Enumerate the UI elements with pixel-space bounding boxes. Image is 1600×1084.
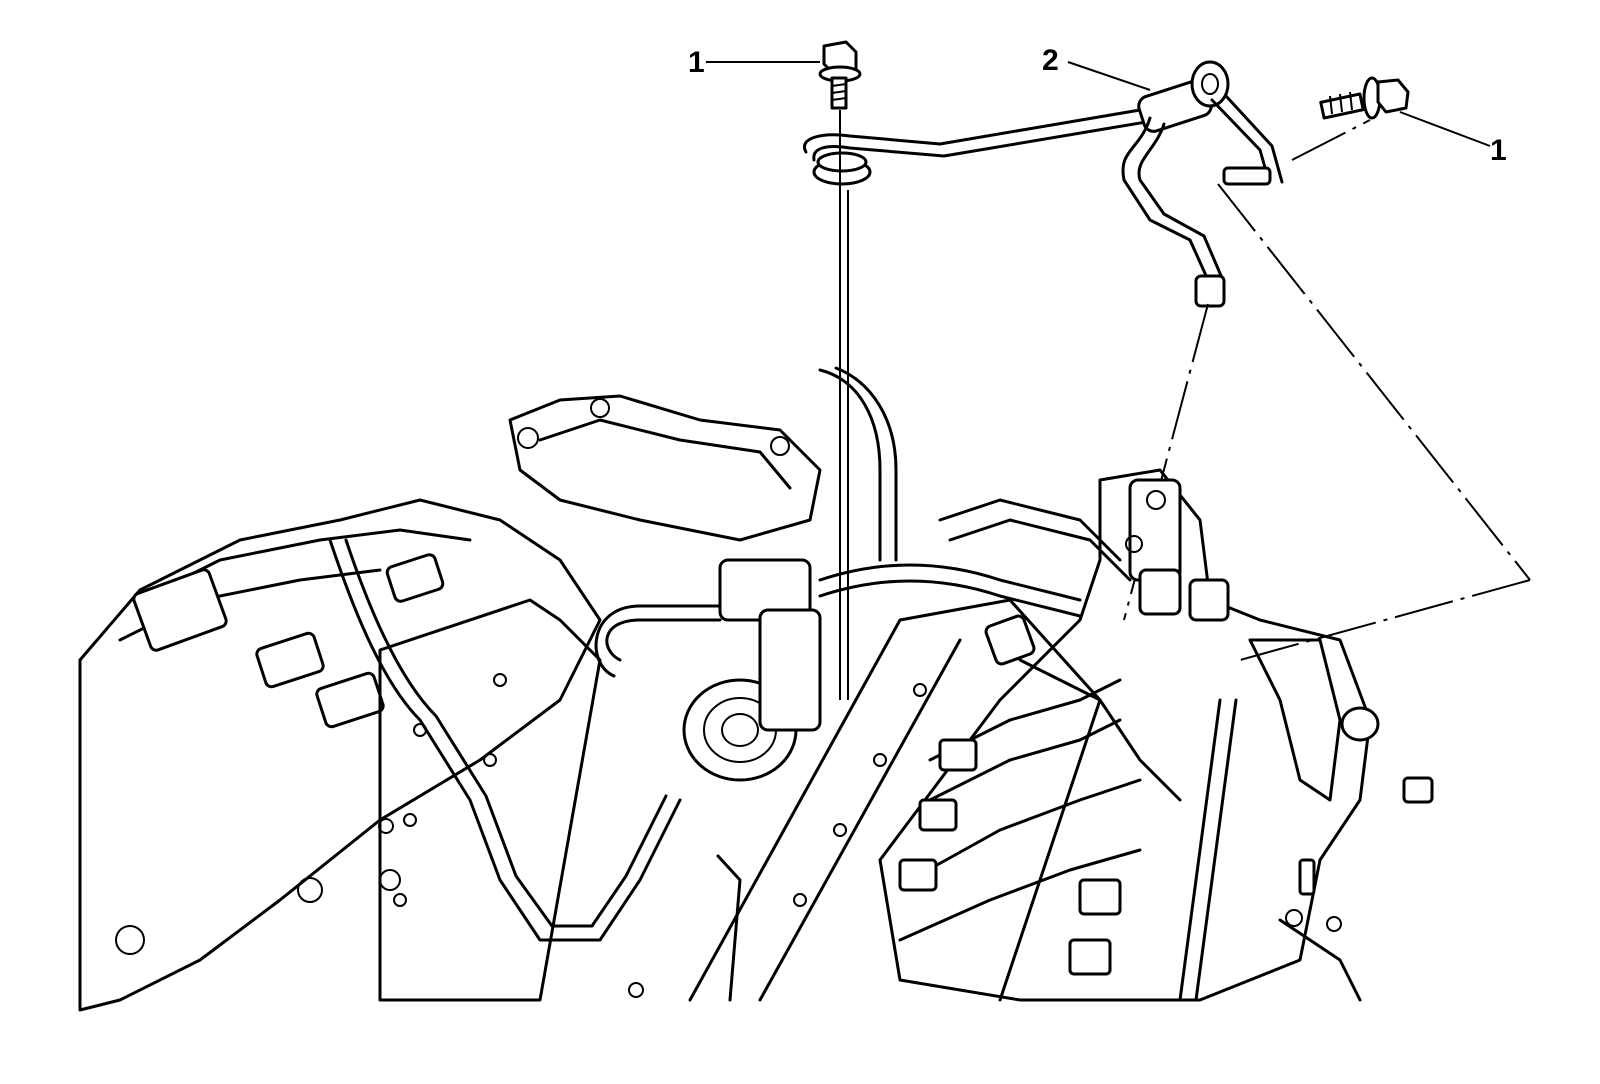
bolt-right-icon	[1319, 76, 1410, 120]
callout-label-pipe-assembly: 2	[1042, 44, 1059, 77]
bolt-left-icon	[818, 40, 862, 110]
callout-label-bolt-left: 1	[688, 46, 705, 79]
fuel-pipe-assembly-icon	[803, 60, 1284, 308]
callout-leaders	[706, 61, 1491, 147]
engine-assembly-illustration	[78, 366, 1434, 1012]
callout-label-bolt-right: 1	[1490, 134, 1507, 167]
